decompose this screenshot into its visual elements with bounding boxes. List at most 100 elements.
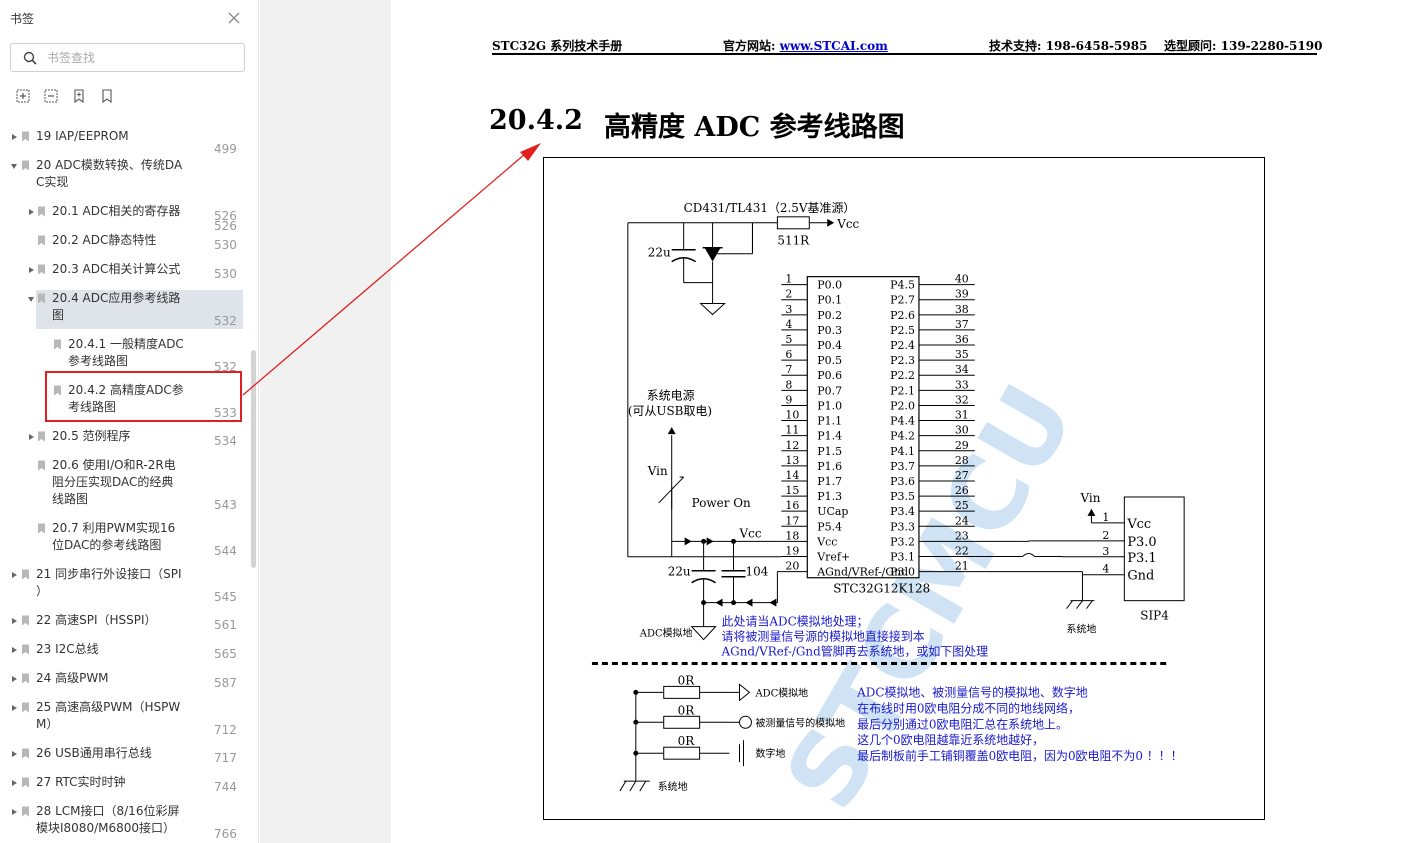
pin-label: P4.5 <box>890 279 915 292</box>
expand-arrow-icon[interactable] <box>10 750 18 758</box>
arrow-head <box>706 537 714 546</box>
wire <box>1066 600 1073 609</box>
description-line: 在布线时用0欧电阻分成不同的地线网络， <box>857 700 1080 715</box>
collapse-arrow-icon[interactable] <box>10 162 18 170</box>
bookmark-label: C实现 <box>36 175 69 189</box>
pin-number: 4 <box>785 318 792 331</box>
bookmark-label: 20 ADC模数转换、传统DA <box>36 158 183 172</box>
wire <box>1076 600 1083 609</box>
bookmark-flag-icon <box>54 339 61 350</box>
highlight-box <box>45 371 242 422</box>
bookmark-flag-icon <box>22 131 29 142</box>
expand-arrow-icon[interactable] <box>10 571 18 579</box>
pin-label: P4.2 <box>890 430 915 443</box>
bookmark-search-input[interactable] <box>47 49 237 67</box>
note-line: AGnd/VRef-/Gnd管脚再去系统地，或如下图处理 <box>721 643 989 658</box>
pin-label: P1.7 <box>817 475 842 488</box>
expand-arrow-icon[interactable] <box>10 779 18 787</box>
pin-number: 16 <box>785 499 799 512</box>
sip-name: SIP4 <box>1140 609 1169 623</box>
expand-arrow-icon[interactable] <box>10 617 18 625</box>
adc-ground-label: ADC模拟地 <box>754 686 808 699</box>
pin-label: P2.2 <box>890 369 915 382</box>
system-ground-label: 系统地 <box>658 780 688 793</box>
bookmark-page-number: 565 <box>214 647 237 661</box>
bookmark-item[interactable]: 21 同步串行外设接口（SPI）545 <box>0 566 249 605</box>
pin-number: 19 <box>785 545 799 558</box>
bookmark-search-box[interactable] <box>10 43 245 72</box>
pin-number: 30 <box>955 424 969 437</box>
pin-number: 10 <box>785 409 799 422</box>
pin-label: P4.1 <box>890 445 915 458</box>
add-bookmark-icon[interactable] <box>71 88 87 104</box>
bookmark-flag-icon <box>38 235 45 246</box>
pin-number: 18 <box>785 529 799 542</box>
reference-label: CD431/TL431（2.5V基准源） <box>684 201 856 215</box>
pin-number: 1 <box>1102 511 1109 524</box>
bookmark-label: 25 高速高级PWM（HSPW <box>36 700 181 714</box>
bookmark-label: 考线路图 <box>68 400 117 414</box>
wire <box>629 780 637 792</box>
signal-ground-symbol <box>738 715 752 729</box>
expand-arrow-icon[interactable] <box>27 433 35 441</box>
website-link[interactable]: www.STCAI.com <box>779 39 888 53</box>
pin-number: 24 <box>955 514 969 527</box>
close-icon[interactable] <box>226 10 242 26</box>
pin-number: 1 <box>785 273 792 286</box>
expand-arrow-icon[interactable] <box>10 646 18 654</box>
header-support: 技术支持: 198-6458-5985 <box>989 37 1147 54</box>
expand-arrow-icon[interactable] <box>10 675 18 683</box>
collapse-arrow-icon[interactable] <box>27 295 35 303</box>
pin-label: P1.4 <box>817 430 842 443</box>
sip-pin-label: P3.1 <box>1127 551 1156 566</box>
resistor-label: 0R <box>678 703 696 717</box>
bookmark-item[interactable]: 28 LCM接口（8/16位彩屏模块I8080/M6800接口）766 <box>0 803 249 842</box>
bookmark-label: 线路图 <box>52 492 89 506</box>
adc-ground-label: ADC模拟地 <box>639 627 693 640</box>
bookmark-icon[interactable] <box>99 88 115 104</box>
arrow-head <box>715 598 723 607</box>
pin-label: UCap <box>817 505 848 518</box>
bookmark-label: 22 高速SPI（HSSPI） <box>36 613 157 627</box>
wire <box>658 476 685 504</box>
bookmark-label: 20.6 使用I/O和R-2R电 <box>52 458 176 472</box>
resistor-0r <box>663 715 701 729</box>
bookmark-item[interactable]: 22 高速SPI（HSSPI） 561 <box>0 612 249 633</box>
pin-number: 3 <box>1102 545 1109 558</box>
pin-number: 26 <box>955 484 969 497</box>
bookmark-label: 24 高级PWM <box>36 671 109 685</box>
bookmark-page-number: 561 <box>214 618 237 632</box>
expand-arrow-icon[interactable] <box>27 208 35 216</box>
vin-label: Vin <box>1079 491 1100 505</box>
power-on-label: Power On <box>692 496 751 510</box>
collapse-all-icon[interactable] <box>43 88 59 104</box>
expand-arrow-icon[interactable] <box>27 266 35 274</box>
expand-all-icon[interactable] <box>15 88 31 104</box>
expand-arrow-icon[interactable] <box>10 133 18 141</box>
expand-arrow-icon[interactable] <box>10 704 18 712</box>
bookmark-label: 20.4.1 一般精度ADC <box>68 337 184 351</box>
note-line: 此处请当ADC模拟地处理； <box>722 615 869 629</box>
scrollbar[interactable] <box>251 350 256 568</box>
signal-ground-label: 被测量信号的模拟地 <box>755 716 845 729</box>
ground-symbol <box>690 626 717 641</box>
bookmark-flag-icon <box>22 806 29 817</box>
expand-arrow-icon[interactable] <box>10 808 18 816</box>
pin-label: P3.7 <box>890 460 915 473</box>
